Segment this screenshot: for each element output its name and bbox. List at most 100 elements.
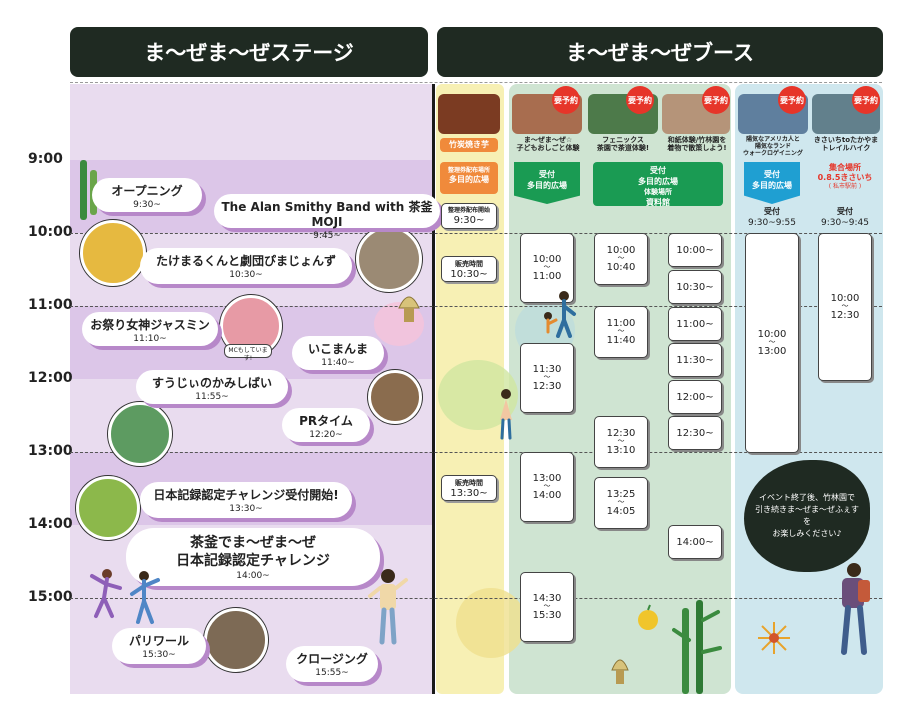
tilde-icon: 〜 (543, 373, 551, 382)
washi-slot-5[interactable]: 12:00~ (668, 380, 722, 414)
washi-slot-7[interactable]: 14:00~ (668, 525, 722, 559)
stage-event-pariwaru: パリワール 15:30~ (112, 628, 206, 664)
washi-slot-4[interactable]: 11:30~ (668, 343, 722, 377)
event-time: 10:30~ (229, 270, 263, 280)
slot-start: 14:30 (532, 593, 562, 605)
yakiimo-sale2-label: 販売時間 (455, 479, 483, 487)
stage-booth-divider (432, 84, 435, 694)
yakiimo-sale1-box: 販売時間 10:30~ (441, 256, 497, 282)
yakiimo-ticket-box: 整理券配布開始 9:30~ (441, 203, 497, 229)
walking-slot[interactable]: 10:00 〜 13:00 (745, 233, 799, 453)
decor-blob-pink (374, 302, 424, 346)
phoenix-slot-3[interactable]: 12:30 〜 13:10 (594, 416, 648, 468)
tilde-icon: 〜 (617, 498, 625, 507)
slot-end: 14:00 (532, 489, 562, 501)
slot-start: 11:00 (606, 318, 636, 330)
event-time: 9:30~ (133, 200, 161, 210)
hike-gather: 集合場所 0.8.5きさいち ( 私市駅前 ) (814, 160, 876, 202)
washi-slot-1[interactable]: 10:00~ (668, 233, 722, 267)
tilde-icon: 〜 (543, 602, 551, 611)
event-title: 茶釜でま〜ぜま〜ぜ (190, 535, 316, 551)
phoenix-slot-2[interactable]: 11:00 〜 11:40 (594, 306, 648, 358)
reserve-badge-hike: 要予約 (852, 86, 880, 114)
photo-suujii (108, 402, 172, 466)
walking-desk-label: 受付 (764, 207, 780, 216)
tilde-icon: 〜 (617, 327, 625, 336)
chasen-stage-icon (398, 296, 420, 322)
event-time: 15:55~ (315, 668, 349, 678)
reserve-badge-washi: 要予約 (702, 86, 730, 114)
phoenix-venue-label: 体験場所 (644, 188, 672, 196)
booth-header-title: ま〜ぜま〜ぜブース (566, 41, 754, 65)
booth-name-line2: 子どもおしごと体験 (516, 144, 580, 153)
slot-time: 12:00~ (676, 391, 714, 403)
hike-gather-sub: ( 私市駅前 ) (828, 183, 862, 190)
washi-slot-3[interactable]: 11:00~ (668, 307, 722, 341)
decor-blob-yellow (456, 588, 526, 658)
walking-desk-time: 9:30~9:55 (748, 218, 796, 228)
phoenix-slot-1[interactable]: 10:00 〜 10:40 (594, 233, 648, 285)
washi-slot-6[interactable]: 12:30~ (668, 416, 722, 450)
washi-slot-2[interactable]: 10:30~ (668, 270, 722, 304)
farmer-illustration (368, 569, 408, 645)
time-label-14: 14:00 (28, 516, 73, 532)
slot-start: 12:30 (606, 428, 636, 440)
kids-reception-label: 受付 (539, 170, 555, 179)
event-time: 14:00~ (236, 571, 270, 581)
booth-name-line2: 陽気なランド (754, 143, 791, 151)
yakiimo-sale1-time: 10:30~ (450, 268, 488, 280)
event-time: 11:55~ (195, 392, 229, 402)
event-title: お祭り女神ジャスミン (90, 318, 210, 332)
slot-start: 10:00 (757, 329, 787, 341)
time-label-13: 13:00 (28, 443, 73, 459)
closing-message: イベント終了後、竹林園で 引き続きま〜ぜま〜ぜふぇすを お楽しみください♪ (744, 460, 870, 572)
yakiimo-ticket-time: 9:30~ (453, 214, 485, 226)
kids-slot-2[interactable]: 11:30 〜 12:30 (520, 343, 574, 413)
event-time: 13:30~ (229, 504, 263, 514)
citrus-icon (638, 604, 658, 630)
phoenix-venue: 資料館 (646, 198, 670, 207)
slot-time: 10:00~ (676, 244, 714, 256)
bamboo-grove-icon (672, 600, 722, 694)
kids-reception: 受付 多目的広場 (514, 162, 580, 204)
girl-illustration (500, 389, 512, 440)
hike-desk: 受付 9:30~9:45 (814, 204, 876, 232)
booth-name-text: 竹炭焼き芋 (449, 140, 489, 149)
phoenix-slot-4[interactable]: 13:25 〜 14:05 (594, 477, 648, 529)
event-time: 12:20~ (309, 430, 343, 440)
closing-line3: お楽しみください♪ (772, 529, 842, 538)
chasen-icon (611, 659, 629, 684)
booth-name-line1: フェニックス (602, 136, 644, 144)
photo-takemaru (80, 220, 146, 286)
slot-start: 10:00 (830, 293, 860, 305)
booth-header: ま〜ぜま〜ぜブース (437, 27, 883, 77)
booth-name-walking: 陽気なアメリカ人と 陽気なランド ウォークロゲイニング (737, 136, 809, 158)
hike-desk-label: 受付 (837, 207, 853, 216)
phoenix-reception-place: 多目的広場 (638, 177, 678, 186)
kids-slot-4[interactable]: 14:30 〜 15:30 (520, 572, 574, 642)
time-label-11: 11:00 (28, 297, 73, 313)
bamboo-icon (80, 160, 87, 220)
hike-slot[interactable]: 10:00 〜 12:30 (818, 233, 872, 381)
walking-reception-label: 受付 (764, 170, 780, 179)
kids-slot-3[interactable]: 13:00 〜 14:00 (520, 452, 574, 522)
reserve-badge-kids: 要予約 (552, 86, 580, 114)
yakiimo-ticket-label: 整理券配布開始 (447, 207, 490, 214)
time-label-9: 9:00 (28, 151, 63, 167)
phoenix-reception: 受付 多目的広場 体験場所 資料館 (593, 162, 723, 207)
slot-start: 11:30 (532, 364, 562, 376)
photo-matcha (76, 476, 140, 540)
slot-end: 13:10 (606, 444, 636, 456)
booth-name-line2: トレイルハイク (821, 144, 871, 153)
slot-end: 10:40 (606, 261, 636, 273)
slot-end: 11:40 (606, 334, 636, 346)
time-label-15: 15:00 (28, 589, 73, 605)
phoenix-reception-label: 受付 (650, 166, 666, 175)
stage-event-suujii: すうじぃのかみしばい 11:55~ (136, 370, 288, 404)
booth-name-yakiimo: 竹炭焼き芋 (440, 138, 498, 152)
tilde-icon: 〜 (617, 437, 625, 446)
slot-end: 15:30 (532, 609, 562, 621)
booth-name-line1: ま〜ぜま〜ぜ☆ (523, 136, 573, 144)
kids-slot-1[interactable]: 10:00 〜 11:00 (520, 233, 574, 303)
booth-name-line1: きさいちtoたかやま (813, 136, 879, 144)
